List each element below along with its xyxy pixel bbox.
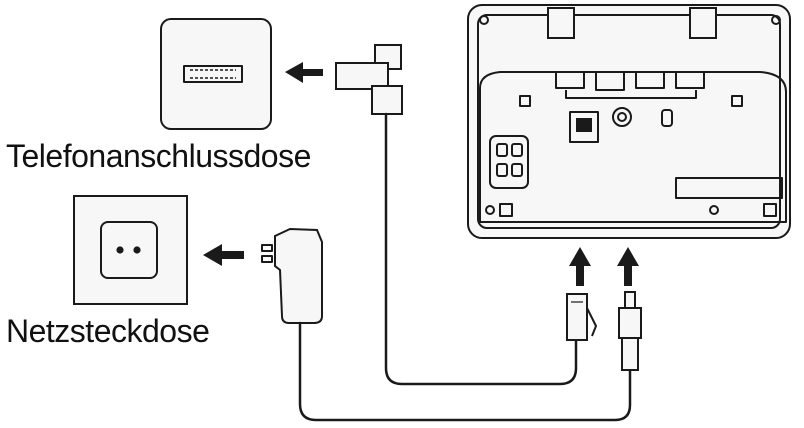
- base-station-back-icon: [467, 4, 791, 239]
- power-outlet-label: Netzsteckdose: [6, 313, 210, 349]
- power-adapter-icon: [261, 227, 323, 324]
- power-outlet-icon: [73, 195, 188, 305]
- arrow-left-icon: [285, 62, 323, 83]
- phone-wall-jack-icon: [160, 18, 272, 130]
- telephone-plug-icon: [335, 44, 403, 115]
- cables: [298, 112, 632, 422]
- arrow-left-icon: [203, 244, 244, 266]
- arrow-up-icon: [617, 247, 639, 286]
- dc-plug-icon: [618, 291, 642, 371]
- arrow-up-icon: [569, 247, 591, 286]
- phone-jack-label: Telefonanschlussdose: [6, 138, 311, 174]
- modular-plug-icon: [566, 293, 597, 341]
